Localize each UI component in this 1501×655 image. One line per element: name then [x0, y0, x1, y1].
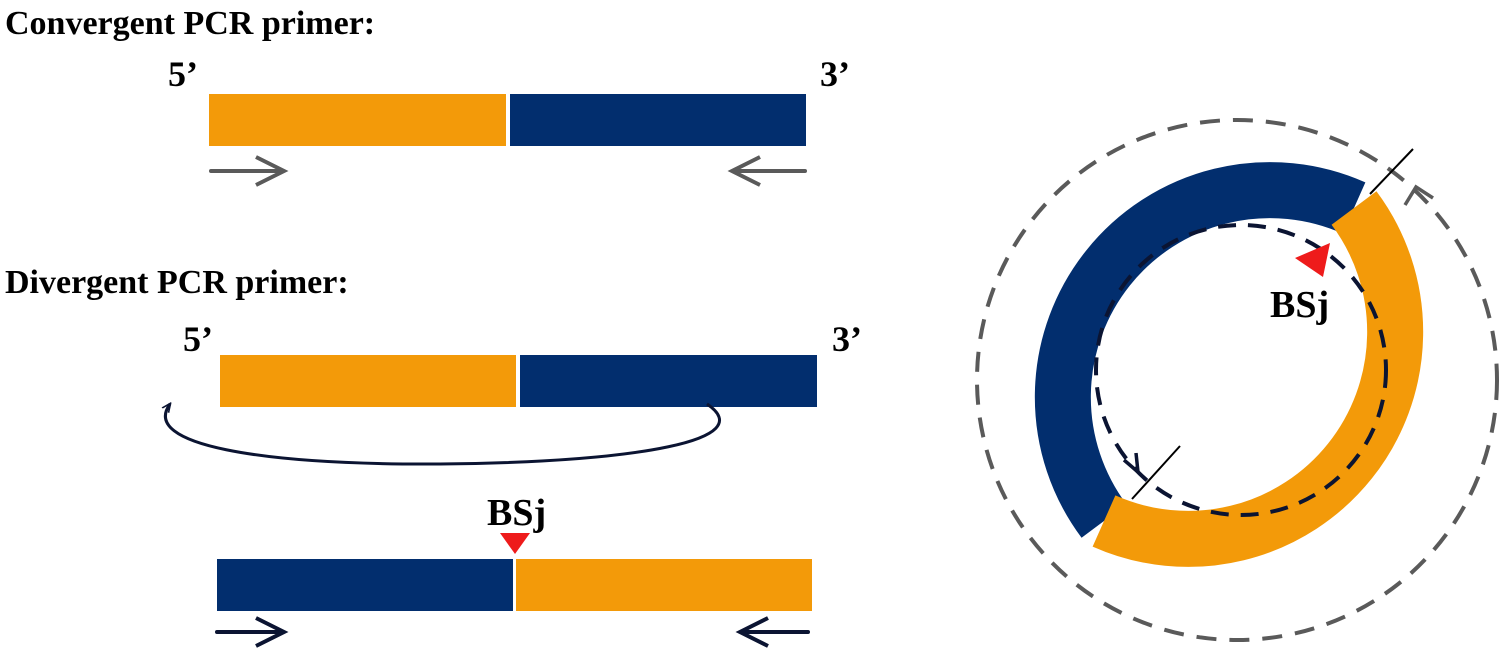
inner-dashed-ring [1094, 223, 1388, 517]
circle-exon-orange [1092, 191, 1424, 567]
linear-bsj-label: BSj [487, 492, 546, 534]
convergent-five-prime-label: 5’ [168, 54, 198, 94]
inner-junction-tick [1131, 445, 1181, 500]
divergent-reverse-primer-arrow [735, 616, 810, 648]
convergent-exon-navy [510, 94, 806, 146]
inner-primer-arrowhead [1122, 452, 1141, 477]
convergent-exon-orange [209, 94, 506, 146]
circular-rna-panel: BSj [975, 118, 1499, 642]
divergent-panel: Divergent PCR primer: 5’ 3’ BSj [5, 264, 862, 648]
divergent-linear-exon-navy [520, 355, 817, 407]
divergent-linear-exon-orange [220, 355, 516, 407]
divergent-heading: Divergent PCR primer: [5, 264, 349, 301]
backsplice-curved-arrow [165, 404, 721, 466]
backspliced-exon-navy [217, 559, 513, 611]
outer-dashed-ring [975, 118, 1499, 642]
divergent-three-prime-label: 3’ [832, 319, 862, 359]
convergent-forward-primer-arrow [209, 155, 289, 187]
divergent-five-prime-label: 5’ [183, 319, 213, 359]
backspliced-exon-orange [516, 559, 812, 611]
outer-junction-tick [1369, 148, 1414, 195]
circle-exon-navy [1034, 162, 1366, 538]
linear-bsj-marker [500, 533, 530, 554]
convergent-panel: Convergent PCR primer: 5’ 3’ [5, 5, 850, 187]
convergent-reverse-primer-arrow [727, 155, 807, 187]
convergent-heading: Convergent PCR primer: [5, 5, 375, 42]
outer-primer-arrowhead [1403, 184, 1434, 206]
divergent-forward-primer-arrow [215, 616, 289, 648]
circle-bsj-marker [1295, 243, 1330, 277]
convergent-three-prime-label: 3’ [820, 54, 850, 94]
circle-bsj-label: BSj [1270, 284, 1329, 326]
